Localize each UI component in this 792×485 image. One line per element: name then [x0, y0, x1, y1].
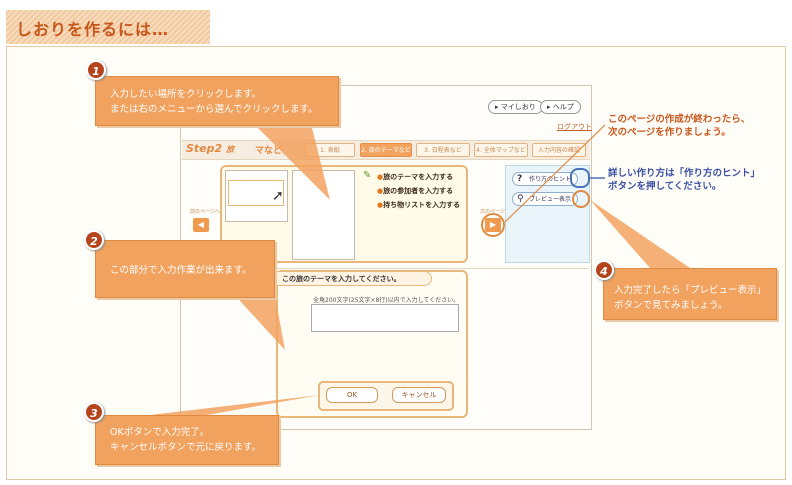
next-page-note: このページの作成が終わったら、 次のページを作りましょう。 — [608, 114, 751, 138]
help-label: ヘルプ — [552, 103, 574, 111]
next-page-button[interactable]: ▶ — [485, 218, 501, 232]
tab-confirm[interactable]: 入力内容の確認 — [532, 143, 586, 157]
textarea-hint: 全角200文字(25文字×8行)以内で入力してください。 — [313, 297, 460, 304]
tab-map[interactable]: 4. 全体マップなど — [474, 143, 528, 157]
help-button[interactable]: ▸ ヘルプ — [540, 100, 581, 114]
my-shiori-label: マイしおり — [500, 103, 536, 111]
my-shiori-button[interactable]: ▸ マイしおり — [488, 100, 543, 114]
preview-button[interactable]: ⚲ プレビュー表示 — [512, 192, 578, 206]
pencil-icon: ✎ — [363, 170, 372, 181]
chevron-right-icon: ▸ — [547, 103, 551, 111]
step-label: Step2 旅 — [186, 142, 235, 155]
callout-4: 入力完了したら「プレビュー表示」 ボタンで見てみましょう。 — [603, 268, 777, 320]
preview-highlight — [572, 190, 590, 208]
callout-2: この部分で入力作業が出来ます。 — [95, 240, 275, 298]
arrow-right-icon: ▶ — [489, 220, 497, 229]
menu-item-participants[interactable]: ●旅の参加者を入力する — [377, 187, 454, 195]
callout-2-badge: 2 — [84, 230, 104, 250]
prev-page-button[interactable]: ◀ — [193, 218, 209, 232]
hint-note: 詳しい作り方は「作り方のヒント」 ボタンを押してください。 — [608, 168, 761, 192]
callout-3-line-1: OKボタンで入力完了。 — [110, 427, 210, 438]
callout-4-line-1: 入力完了したら「プレビュー表示」 — [614, 285, 767, 296]
callout-1-line-2: または右のメニューから選んでクリックします。 — [110, 104, 318, 115]
callout-3: OKボタンで入力完了。 キャンセルボタンで元に戻ります。 — [95, 415, 279, 465]
tab-cover[interactable]: 1. 表紙 — [305, 143, 355, 157]
title-banner — [6, 10, 210, 44]
logout-link[interactable]: ログアウト — [557, 123, 592, 131]
callout-1-line-1: 入力したい場所をクリックします。 — [110, 89, 262, 100]
question-icon: ? — [517, 174, 523, 184]
callout-4-badge: 4 — [594, 260, 614, 280]
next-page-highlight — [481, 213, 505, 237]
theme-textarea[interactable] — [311, 304, 459, 332]
input-header: この旅のテーマを入力してください。 — [276, 271, 432, 286]
menu-item-packing-list[interactable]: ●持ち物リストを入力する — [377, 201, 461, 209]
step-label-tail: マなど — [255, 146, 283, 156]
callout-1: 入力したい場所をクリックします。 または右のメニューから選んでクリックします。 — [95, 76, 339, 126]
prev-page-label: 前のページへ — [190, 209, 220, 215]
cursor-icon: ➚ — [272, 188, 284, 204]
callout-2-line-1: この部分で入力作業が出来ます。 — [110, 265, 252, 276]
chevron-right-icon: ▸ — [495, 103, 499, 111]
tab-theme[interactable]: 2. 旅のテーマなど — [360, 143, 412, 157]
page-title: しおりを作るには… — [16, 20, 170, 39]
callout-4-line-2: ボタンで見てみましょう。 — [614, 300, 728, 311]
arrow-left-icon: ◀ — [197, 220, 205, 229]
cancel-button[interactable]: キャンセル — [392, 387, 446, 403]
ok-button[interactable]: OK — [326, 387, 378, 403]
callout-1-badge: 1 — [86, 60, 106, 80]
hint-highlight — [570, 168, 590, 188]
magnifier-icon: ⚲ — [517, 194, 524, 204]
tab-schedule[interactable]: 3. 日程表など — [416, 143, 470, 157]
hint-button[interactable]: ? 作り方のヒント — [512, 172, 578, 186]
callout-3-line-2: キャンセルボタンで元に戻ります。 — [110, 442, 262, 453]
next-page-label: 次のページへ — [480, 209, 510, 215]
page-thumbnail-right[interactable] — [292, 170, 355, 260]
callout-3-badge: 3 — [84, 402, 104, 422]
menu-item-theme[interactable]: ●旅のテーマを入力する — [377, 173, 454, 181]
